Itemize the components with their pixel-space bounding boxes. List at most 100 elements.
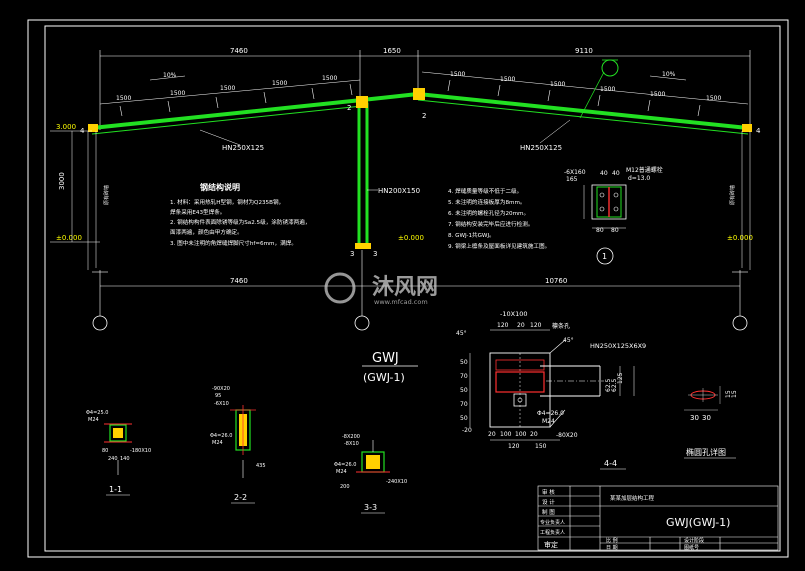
note-right-2: 6. 未注明的螺栓孔径为20mm。 <box>448 209 529 217</box>
d44-r1: 62.5 <box>605 378 612 392</box>
seg-11: 1500 <box>706 95 721 102</box>
d44-b-150: 150 <box>535 443 547 450</box>
joint-left-ridge <box>356 96 368 108</box>
notes-title: 钢结构说明 <box>200 182 240 192</box>
dim-height: 3000 <box>58 172 66 190</box>
elev-top: 3.000 <box>56 123 76 131</box>
tb-row-5: 审定 <box>544 540 558 549</box>
seg-8: 1500 <box>550 81 565 88</box>
main-title-1: GWJ <box>372 351 399 366</box>
d44-plate-top: -10X100 <box>500 310 527 318</box>
detail-1 <box>583 184 627 265</box>
d44-bolt2: M24 <box>542 418 555 425</box>
d44-v3: 70 <box>460 401 468 408</box>
note-left-0: 1. 材料：采用热轧H型钢，钢材为Q235B钢， <box>170 198 284 206</box>
d44-b-total: 120 <box>508 443 520 450</box>
purlin-marks <box>119 79 701 117</box>
s22-f: 435 <box>256 463 266 469</box>
section-3-3 <box>356 440 390 473</box>
column-label: HN200X150 <box>378 187 420 195</box>
d44-r2: 62.5 <box>611 378 618 392</box>
tb-drawing: GWJ(GWJ-1) <box>666 516 730 529</box>
seg-7: 1500 <box>500 76 515 83</box>
tb-row-4: 工程负责人 <box>540 529 565 536</box>
seg-2: 1500 <box>170 90 185 97</box>
d1-d1: 80 <box>596 227 604 234</box>
note-left-2: 2. 钢结构构件表面除锈等级为Sa2.5级，涂防锈漆两遍， <box>170 218 310 226</box>
rafter-bottom-flange <box>91 99 749 135</box>
s22-c: -6X10 <box>214 401 229 407</box>
d44-r0: 125 <box>617 372 624 384</box>
seg-9: 1500 <box>600 86 615 93</box>
d44-v2: 50 <box>460 387 468 394</box>
s33-a: -8X200 <box>342 434 360 440</box>
notes-right: 4. 焊缝质量等级不低于二级。 5. 未注明的连接板厚为8mm。 6. 未注明的… <box>448 187 550 250</box>
watermark-url: www.mfcad.com <box>374 298 428 306</box>
main-title-2: (GWJ-1) <box>363 371 405 384</box>
leader-beam-right <box>539 119 571 144</box>
section-2-2 <box>230 405 256 478</box>
d1-w1: 40 <box>600 170 608 177</box>
s11-c: -180X10 <box>130 448 151 454</box>
dim-top-right: 9110 <box>575 47 593 55</box>
s33-b: -8X10 <box>344 441 359 447</box>
title-block <box>537 485 779 551</box>
watermark-brand: 沐风网 <box>372 275 438 300</box>
dim-top-left: 7460 <box>230 47 248 55</box>
note-right-1: 5. 未注明的连接板厚为8mm。 <box>448 198 526 206</box>
d44-b0: 20 <box>488 431 496 438</box>
slope-left: 10% <box>163 72 177 79</box>
joint-right-ridge <box>413 88 425 100</box>
s11-f: 140 <box>120 456 130 462</box>
s11-d: 80 <box>102 448 108 454</box>
d44-plate-bot: -80X20 <box>556 432 578 439</box>
label-2-b: 2 <box>422 112 426 120</box>
watermark: 沐风网 www.mfcad.com <box>324 272 438 306</box>
s33-c: Φ4=26.0 <box>334 462 356 468</box>
d44-v1: 70 <box>460 373 468 380</box>
d1-bolt2: d=13.0 <box>628 175 650 182</box>
watermark-logo-icon <box>324 272 356 304</box>
grid-bubble-a <box>92 315 108 331</box>
label-3-a: 3 <box>350 250 354 258</box>
s11-e: 240 <box>108 456 118 462</box>
label-3-b: 3 <box>373 250 377 258</box>
tb-bottom-3: 图纸号 <box>684 544 699 551</box>
note-left-3: 面漆两遍，颜色由甲方确定。 <box>170 228 243 236</box>
tb-row-2: 制 图 <box>542 508 555 516</box>
d44-v4: 50 <box>460 415 468 422</box>
d44-top-1: 20 <box>517 322 525 329</box>
elev-base-right: ±0.000 <box>727 234 753 242</box>
slope-arrow-right <box>649 75 687 81</box>
note-right-0: 4. 焊缝质量等级不低于二级。 <box>448 187 522 195</box>
tb-bottom-2: 设计阶段 <box>684 537 704 544</box>
elev-base-left: ±0.000 <box>56 234 82 242</box>
s33-d: M24 <box>336 469 347 475</box>
seg-1: 1500 <box>116 95 131 102</box>
d44-v0: 50 <box>460 359 468 366</box>
seg-3: 1500 <box>220 85 235 92</box>
d1-w2: 40 <box>612 170 620 177</box>
s22-d: Φ4=26.0 <box>210 433 232 439</box>
d44-hole: 檩条孔 <box>552 322 570 330</box>
tb-row-1: 设 计 <box>542 498 555 506</box>
inner-frame <box>44 25 781 552</box>
notes-left: 钢结构说明 1. 材料：采用热轧H型钢，钢材为Q235B钢， 焊条采用E43型焊… <box>170 182 310 247</box>
tb-project: 某某加层结构工程 <box>610 494 655 502</box>
hole-d4: 15 <box>731 390 738 398</box>
label-2-a: 2 <box>347 104 351 112</box>
bottom-dimension <box>92 250 748 316</box>
note-right-5: 9. 钢梁上檩条及屋面板详见建筑施工图。 <box>448 242 550 250</box>
detail-4-4 <box>469 329 635 441</box>
d44-stiff: -20 <box>462 427 472 434</box>
grid-bubble-c <box>732 315 748 331</box>
s33-label: 3-3 <box>364 503 377 512</box>
tb-row-0: 审 核 <box>542 488 555 496</box>
note-right-4: 8. GWJ-1共GWJ。 <box>448 231 495 239</box>
existing-wall-left: 原有砖墙 <box>103 185 110 205</box>
slope-arrow-left <box>149 75 186 81</box>
s22-e: M24 <box>212 440 223 446</box>
note-right-3: 7. 钢结构安装完毕后应进行检测。 <box>448 220 533 228</box>
